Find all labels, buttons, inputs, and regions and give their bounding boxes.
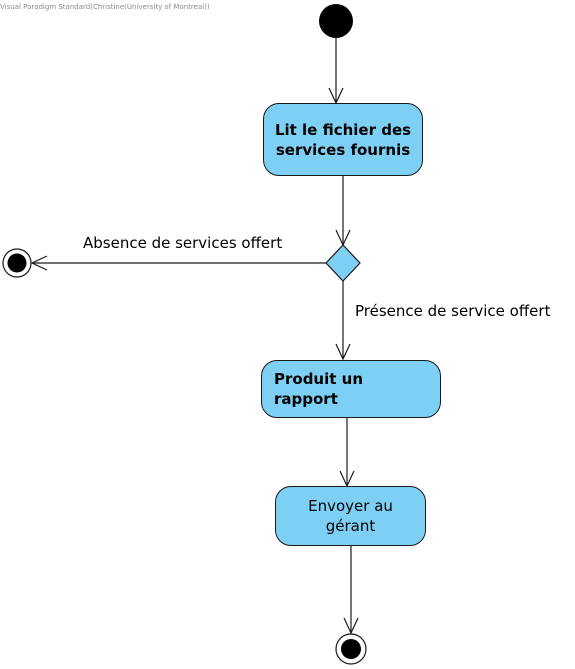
decision-node (325, 244, 361, 282)
watermark: Visual Paradigm Standard(Christine(Unive… (0, 3, 210, 11)
final-node-left (2, 248, 32, 278)
action-read-file: Lit le fichier des services fournis (263, 103, 423, 176)
final-node-bottom (335, 633, 367, 665)
edge-decision-to-final-left (30, 255, 326, 271)
action-send-manager-label: Envoyer au gérant (308, 497, 393, 535)
edge-read-to-decision (335, 176, 351, 247)
edge-decision-to-report (335, 281, 351, 361)
edge-initial-to-read (328, 38, 344, 105)
guard-presence-label: Présence de service offert (355, 302, 551, 320)
initial-node (319, 4, 353, 38)
edge-send-to-final-bottom (343, 546, 359, 635)
action-send-manager: Envoyer au gérant (275, 486, 426, 546)
action-read-file-label: Lit le fichier des services fournis (274, 120, 412, 159)
action-produce-report: Produit un rapport (261, 360, 441, 418)
edge-report-to-send (339, 418, 355, 488)
action-produce-report-label: Produit un rapport (274, 370, 364, 408)
guard-absence-label: Absence de services offert (83, 234, 283, 252)
